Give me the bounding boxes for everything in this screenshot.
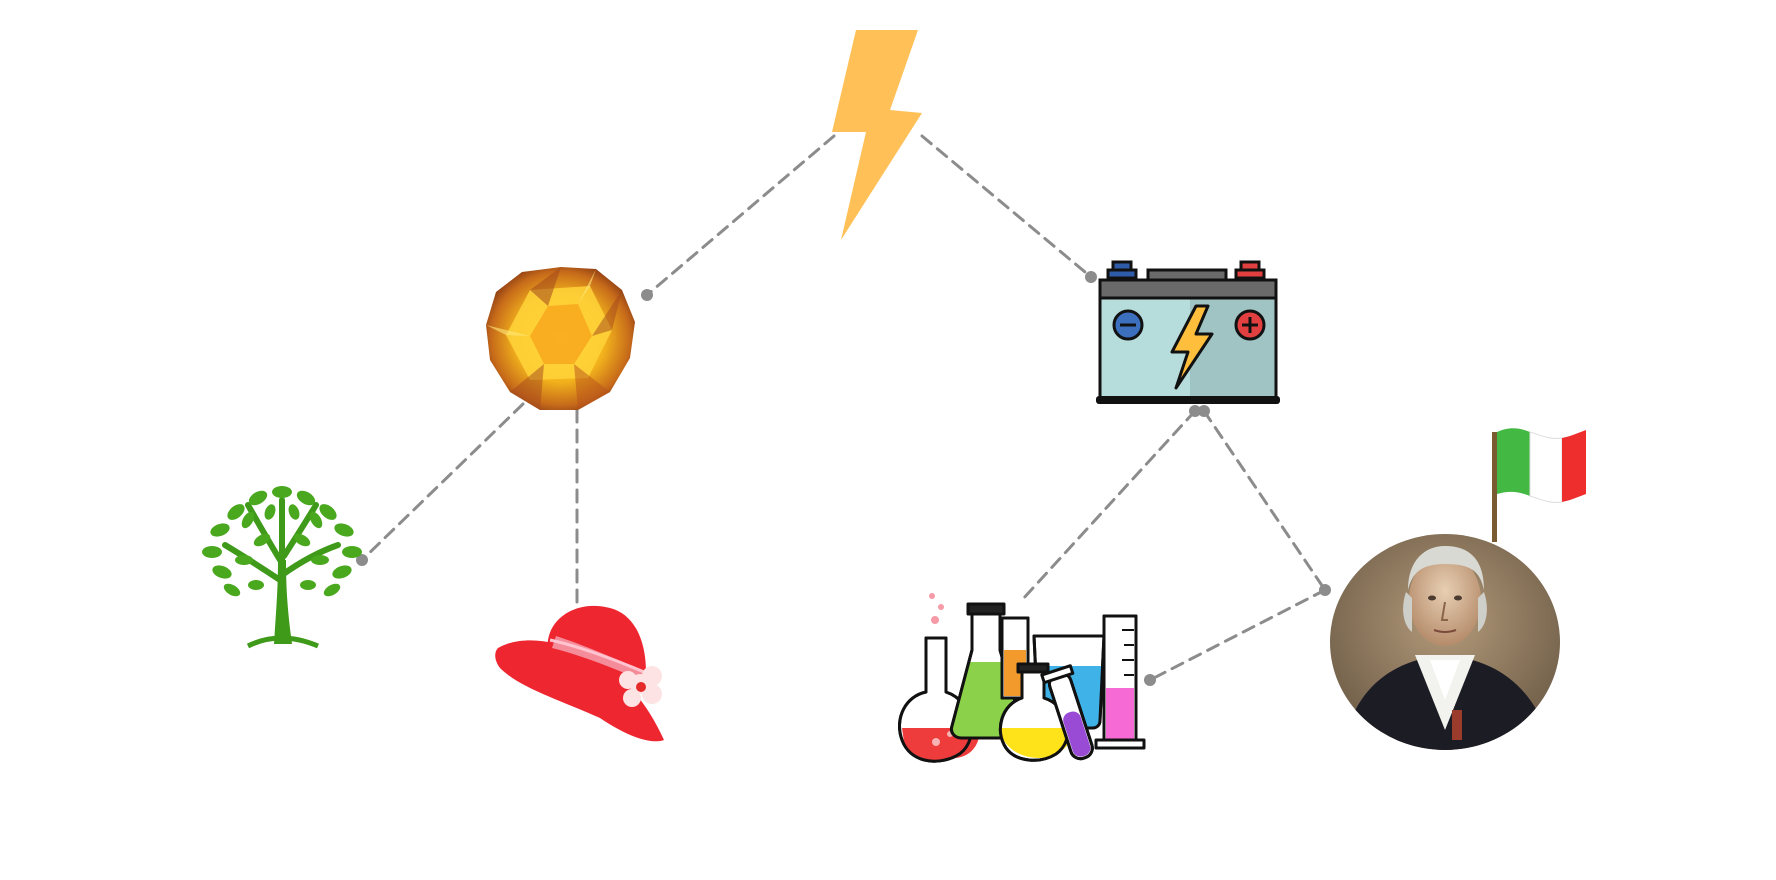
lightning-bolt-icon bbox=[832, 30, 922, 240]
lab-glassware-icon bbox=[898, 593, 1146, 763]
edge-lightning-battery bbox=[920, 134, 1093, 279]
endpoint-dot bbox=[1144, 674, 1156, 686]
edge-lightning-amber bbox=[645, 134, 836, 297]
endpoint-dot bbox=[1085, 271, 1097, 283]
tree-icon bbox=[202, 486, 362, 649]
endpoint-dot bbox=[1198, 405, 1210, 417]
car-battery-icon bbox=[1096, 260, 1280, 404]
amber-gem-icon bbox=[486, 267, 635, 410]
connector-lines bbox=[360, 134, 1327, 682]
endpoint-dot bbox=[356, 554, 368, 566]
connector-endpoints bbox=[356, 271, 1331, 686]
endpoint-dot bbox=[1189, 405, 1201, 417]
endpoint-dot bbox=[1319, 584, 1331, 596]
portrait-image bbox=[1330, 534, 1560, 750]
portrait-with-italian-flag-icon bbox=[1330, 428, 1586, 750]
edge-battery-chemistry bbox=[1020, 409, 1197, 602]
hat-flower bbox=[619, 666, 662, 707]
edge-battery-volta bbox=[1202, 409, 1327, 592]
red-sun-hat-icon bbox=[495, 605, 664, 742]
edge-amber-tree bbox=[360, 402, 525, 562]
edge-volta-chemistry bbox=[1148, 588, 1327, 682]
endpoint-dot bbox=[641, 289, 653, 301]
